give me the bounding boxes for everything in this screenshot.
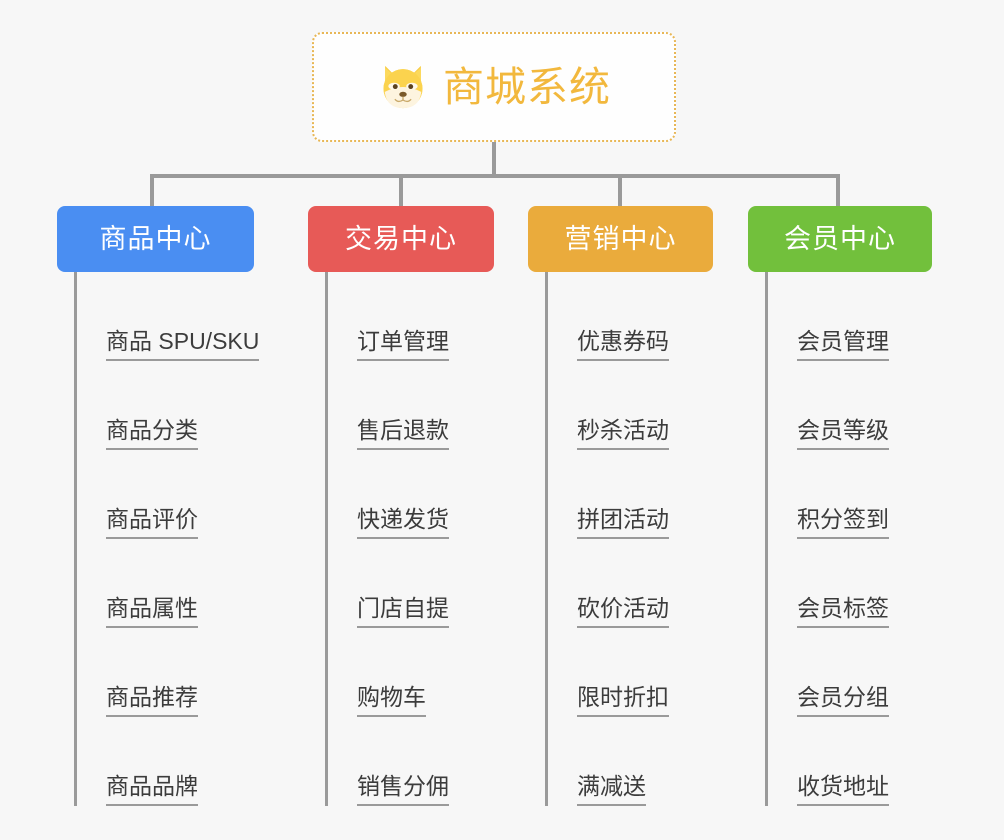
column-spine [74,272,77,806]
leaf-item[interactable]: 积分签到 [765,450,889,539]
leaf-item[interactable]: 门店自提 [325,539,449,628]
leaf-item-label: 商品品牌 [106,774,198,806]
leaf-item-label: 收货地址 [797,774,889,806]
leaf-item[interactable]: 秒杀活动 [545,361,669,450]
leaf-column-3: 优惠券码秒杀活动拼团活动砍价活动限时折扣满减送 [545,272,669,806]
leaf-column-4: 会员管理会员等级积分签到会员标签会员分组收货地址 [765,272,889,806]
leaf-item-label: 商品推荐 [106,685,198,717]
column-spine [765,272,768,806]
leaf-item[interactable]: 会员管理 [765,272,889,361]
leaf-item-label: 商品分类 [106,418,198,450]
leaf-item[interactable]: 商品推荐 [74,628,259,717]
category-box-2[interactable]: 交易中心 [308,206,494,272]
leaf-item[interactable]: 售后退款 [325,361,449,450]
leaf-item[interactable]: 会员标签 [765,539,889,628]
category-label: 商品中心 [99,223,212,254]
leaf-item[interactable]: 拼团活动 [545,450,669,539]
category-box-1[interactable]: 商品中心 [57,206,254,272]
leaf-item-label: 商品属性 [106,596,198,628]
leaf-item-label: 优惠券码 [577,329,669,361]
leaf-item-label: 会员管理 [797,329,889,361]
leaf-item[interactable]: 满减送 [545,717,669,806]
leaf-item[interactable]: 购物车 [325,628,449,717]
category-box-3[interactable]: 营销中心 [528,206,713,272]
shiba-dog-icon [383,65,423,109]
leaf-item-label: 订单管理 [357,329,449,361]
column-spine [545,272,548,806]
category-label: 营销中心 [564,223,677,254]
connector-bus [150,174,840,178]
connector-drop-1 [150,174,154,208]
leaf-item-label: 会员标签 [797,596,889,628]
category-box-4[interactable]: 会员中心 [748,206,932,272]
leaf-item[interactable]: 会员分组 [765,628,889,717]
connector-drop-2 [399,174,403,208]
connector-drop-4 [836,174,840,208]
root-node[interactable]: 商城系统 [312,32,676,142]
leaf-item[interactable]: 限时折扣 [545,628,669,717]
leaf-column-2: 订单管理售后退款快递发货门店自提购物车销售分佣 [325,272,449,806]
connector-root-stem [492,142,496,178]
leaf-item-label: 会员分组 [797,685,889,717]
leaf-item[interactable]: 收货地址 [765,717,889,806]
leaf-item-label: 砍价活动 [577,596,669,628]
root-label: 商城系统 [443,63,611,110]
column-spine [325,272,328,806]
connector-drop-3 [618,174,622,208]
leaf-item[interactable]: 优惠券码 [545,272,669,361]
leaf-item[interactable]: 销售分佣 [325,717,449,806]
leaf-item-label: 购物车 [357,685,426,717]
leaf-item[interactable]: 商品品牌 [74,717,259,806]
leaf-item-label: 满减送 [577,774,646,806]
leaf-item-label: 会员等级 [797,418,889,450]
leaf-item-label: 门店自提 [357,596,449,628]
leaf-item[interactable]: 商品分类 [74,361,259,450]
leaf-item[interactable]: 订单管理 [325,272,449,361]
leaf-column-1: 商品 SPU/SKU 商品分类商品评价商品属性商品推荐商品品牌 [74,272,260,806]
leaf-item[interactable]: 商品 SPU/SKU [74,272,260,361]
category-label: 交易中心 [345,223,457,254]
leaf-item[interactable]: 会员等级 [765,361,889,450]
category-label: 会员中心 [784,223,896,254]
leaf-item-label: 商品 SPU/SKU [106,329,260,361]
leaf-item[interactable]: 砍价活动 [545,539,669,628]
leaf-item-label: 售后退款 [357,418,449,450]
leaf-item[interactable]: 商品评价 [74,450,259,539]
leaf-item-label: 秒杀活动 [577,418,669,450]
leaf-item-label: 积分签到 [797,507,889,539]
leaf-item-label: 拼团活动 [577,507,669,539]
leaf-item-label: 限时折扣 [577,685,669,717]
leaf-item[interactable]: 商品属性 [74,539,259,628]
leaf-item-label: 销售分佣 [357,774,449,806]
leaf-item-label: 快递发货 [357,507,449,539]
leaf-item[interactable]: 快递发货 [325,450,449,539]
leaf-item-label: 商品评价 [106,507,198,539]
